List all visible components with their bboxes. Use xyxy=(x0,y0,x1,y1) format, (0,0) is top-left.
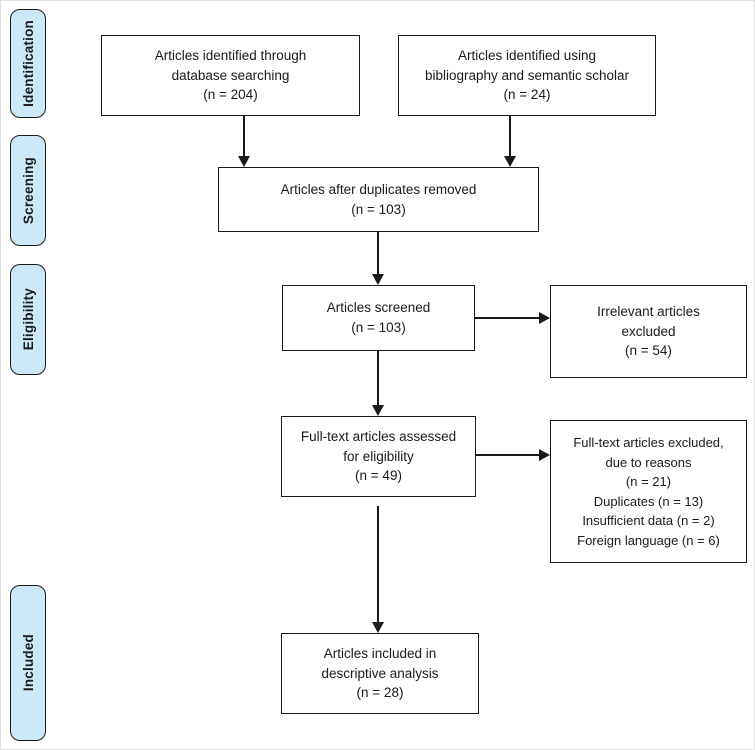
arrow-duplicates-to-screened xyxy=(372,232,384,285)
stage-included-label: Included xyxy=(20,634,36,692)
box-irrelevant-excluded: Irrelevant articles excluded (n = 54) xyxy=(550,285,747,378)
stage-screening: Screening xyxy=(10,135,46,246)
arrow-down-icon xyxy=(372,622,384,633)
arrow-line xyxy=(475,317,539,319)
stage-eligibility-label: Eligibility xyxy=(20,288,36,351)
stage-included: Included xyxy=(10,585,46,741)
box-identified-database: Articles identified through database sea… xyxy=(101,35,360,116)
stage-eligibility: Eligibility xyxy=(10,264,46,375)
box-fulltext-assessed: Full-text articles assessed for eligibil… xyxy=(281,416,476,497)
arrow-fulltext-to-included xyxy=(372,506,384,633)
arrow-right-icon xyxy=(539,449,550,461)
stage-identification-label: Identification xyxy=(20,20,36,107)
arrow-down-icon xyxy=(372,405,384,416)
arrow-bibliography-to-duplicates xyxy=(504,116,516,167)
box-identified-bibliography: Articles identified using bibliography a… xyxy=(398,35,656,116)
box-fulltext-excluded-text: Full-text articles excluded, due to reas… xyxy=(573,435,724,548)
box-identified-database-text: Articles identified through database sea… xyxy=(154,48,307,103)
box-identified-bibliography-text: Articles identified using bibliography a… xyxy=(424,48,630,103)
arrow-fulltext-to-excluded xyxy=(476,449,550,461)
arrow-database-to-duplicates xyxy=(238,116,250,167)
arrow-line xyxy=(476,454,539,456)
box-after-duplicates-text: Articles after duplicates removed (n = 1… xyxy=(280,181,477,217)
arrow-screened-to-irrelevant xyxy=(475,312,550,324)
box-included-descriptive: Articles included in descriptive analysi… xyxy=(281,633,479,714)
arrow-screened-to-fulltext xyxy=(372,351,384,416)
arrow-line xyxy=(509,116,511,156)
arrow-line xyxy=(243,116,245,156)
box-screened-text: Articles screened (n = 103) xyxy=(326,300,431,335)
arrow-line xyxy=(377,506,379,622)
arrow-line xyxy=(377,351,379,405)
box-after-duplicates: Articles after duplicates removed (n = 1… xyxy=(218,167,539,232)
box-screened: Articles screened (n = 103) xyxy=(282,285,475,351)
box-included-descriptive-text: Articles included in descriptive analysi… xyxy=(321,646,439,701)
stage-identification: Identification xyxy=(10,9,46,118)
box-fulltext-assessed-text: Full-text articles assessed for eligibil… xyxy=(300,429,457,484)
arrow-line xyxy=(377,232,379,274)
box-irrelevant-excluded-text: Irrelevant articles excluded (n = 54) xyxy=(597,304,700,359)
arrow-down-icon xyxy=(372,274,384,285)
box-fulltext-excluded: Full-text articles excluded, due to reas… xyxy=(550,420,747,563)
arrow-down-icon xyxy=(504,156,516,167)
arrow-down-icon xyxy=(238,156,250,167)
arrow-right-icon xyxy=(539,312,550,324)
stage-screening-label: Screening xyxy=(20,156,36,225)
